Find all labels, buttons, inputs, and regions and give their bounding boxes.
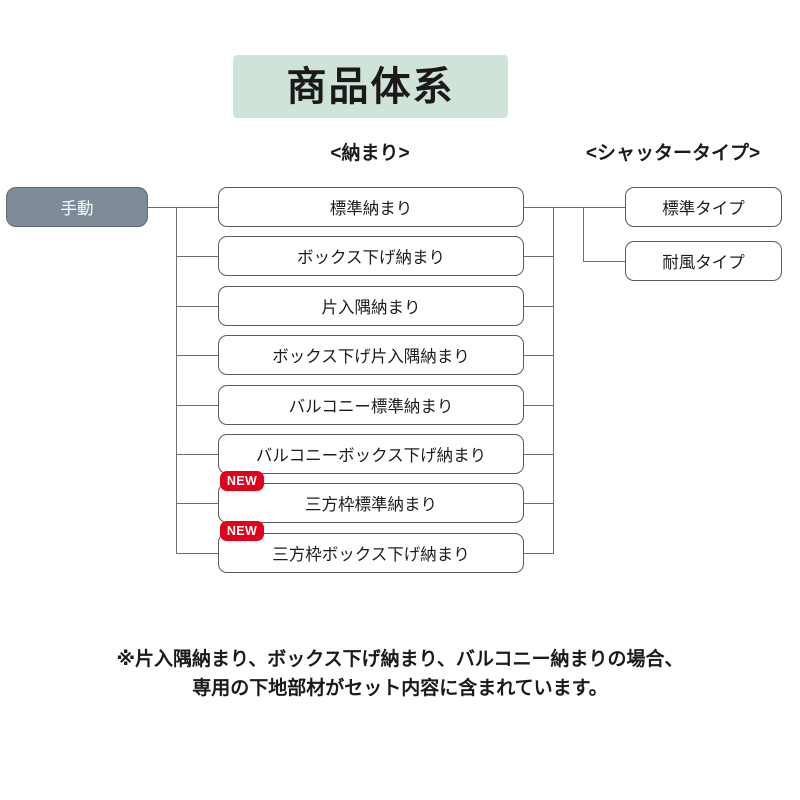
root-node-manual[interactable]: 手動 (6, 187, 148, 227)
connector-osamari-right-6 (524, 454, 553, 455)
column-heading-shutter: <シャッタータイプ> (585, 143, 761, 164)
osamari-node-label: 片入隅納まり (321, 299, 421, 317)
osamari-node-label: バルコニーボックス下げ納まり (255, 447, 487, 465)
connector-osamari-right-2 (524, 256, 553, 257)
osamari-node-label: 標準納まり (329, 200, 413, 218)
connector-shutter-row-2 (583, 261, 625, 262)
page-title: 商品体系 (286, 64, 455, 109)
new-badge-8: NEW (220, 521, 264, 541)
connector-osamari-left-8 (176, 553, 218, 554)
connector-shutter-branch (583, 207, 584, 261)
osamari-node-label: バルコニー標準納まり (288, 398, 454, 416)
osamari-node-label: 三方枠標準納まり (305, 496, 437, 514)
connector-right-trunk (553, 207, 554, 554)
footnote-line-1: ※片入隅納まり、ボックス下げ納まり、バルコニー納まりの場合、 (116, 649, 684, 670)
connector-osamari-left-7 (176, 503, 218, 504)
connector-osamari-left-5 (176, 405, 218, 406)
footnote-line-2: 専用の下地部材がセット内容に含まれています。 (192, 678, 608, 700)
osamari-node-1[interactable]: 標準納まり (218, 187, 524, 227)
shutter-node-2[interactable]: 耐風タイプ (625, 241, 782, 281)
connector-osamari-right-1 (524, 207, 553, 208)
new-badge-7: NEW (220, 471, 264, 491)
connector-osamari-left-2 (176, 256, 218, 257)
connector-osamari-right-7 (524, 503, 553, 504)
title-banner: 商品体系 (233, 55, 508, 118)
footnote: ※片入隅納まり、ボックス下げ納まり、バルコニー納まりの場合、 専用の下地部材がセ… (60, 645, 740, 704)
connector-root-stub (148, 207, 176, 208)
osamari-node-2[interactable]: ボックス下げ納まり (218, 236, 524, 276)
osamari-node-4[interactable]: ボックス下げ片入隅納まり (218, 335, 524, 375)
connector-osamari-left-6 (176, 454, 218, 455)
connector-osamari-right-8 (524, 553, 553, 554)
osamari-node-6[interactable]: バルコニーボックス下げ納まり (218, 434, 524, 474)
osamari-node-3[interactable]: 片入隅納まり (218, 286, 524, 326)
osamari-node-5[interactable]: バルコニー標準納まり (218, 385, 524, 425)
connector-osamari-left-1 (176, 207, 218, 208)
connector-osamari-left-4 (176, 355, 218, 356)
shutter-node-label: 標準タイプ (662, 200, 745, 218)
connector-osamari-right-5 (524, 405, 553, 406)
connector-shutter-row-1 (583, 207, 625, 208)
shutter-node-1[interactable]: 標準タイプ (625, 187, 782, 227)
osamari-node-8[interactable]: 三方枠ボックス下げ納まり (218, 533, 524, 573)
connector-osamari-left-3 (176, 306, 218, 307)
osamari-node-label: 三方枠ボックス下げ納まり (272, 546, 470, 564)
root-node-label: 手動 (60, 200, 94, 218)
connector-shutter-lead (553, 207, 584, 208)
osamari-node-label: ボックス下げ片入隅納まり (272, 348, 470, 366)
osamari-node-label: ボックス下げ納まり (296, 249, 445, 267)
shutter-node-label: 耐風タイプ (662, 254, 745, 272)
connector-left-trunk (176, 207, 177, 554)
osamari-node-7[interactable]: 三方枠標準納まり (218, 483, 524, 523)
column-heading-osamari: <納まり> (330, 143, 410, 164)
connector-osamari-right-4 (524, 355, 553, 356)
connector-osamari-right-3 (524, 306, 553, 307)
